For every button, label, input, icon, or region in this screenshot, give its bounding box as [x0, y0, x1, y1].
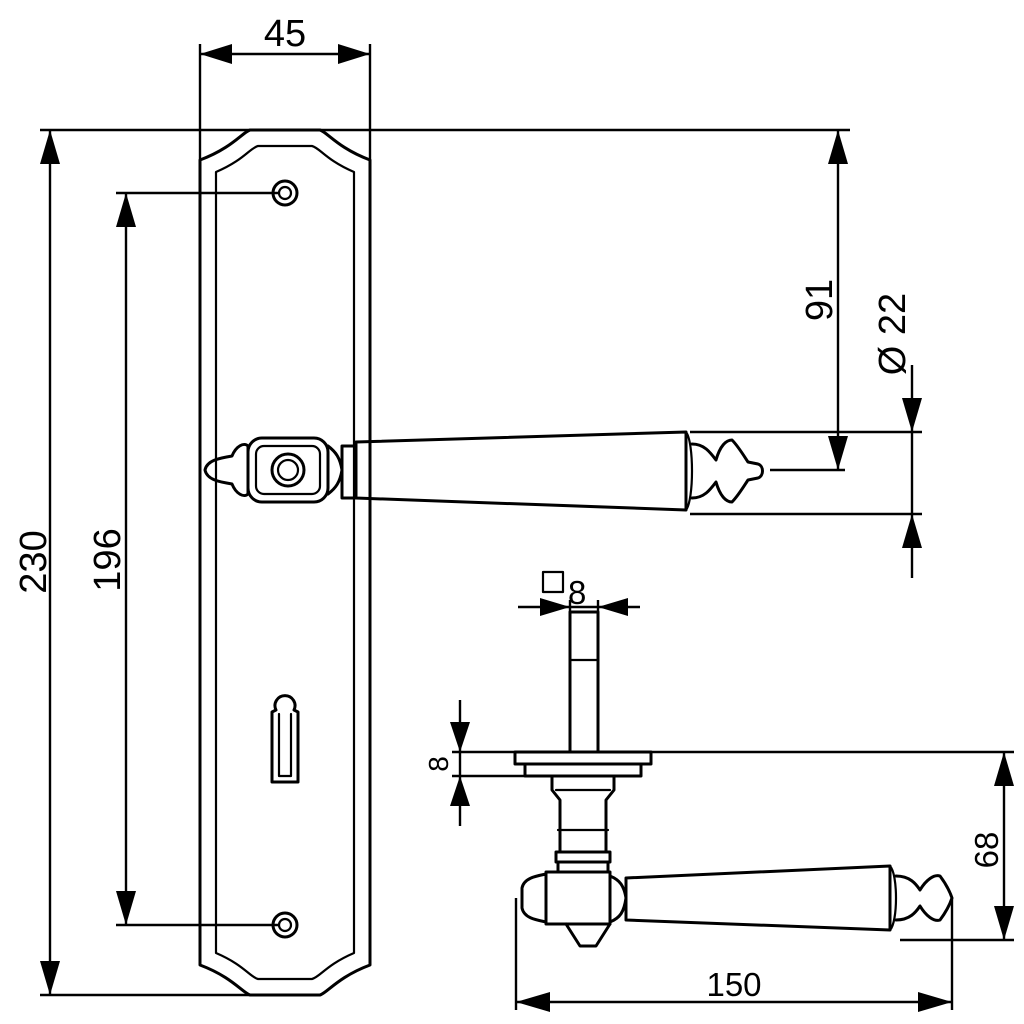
dim-lever-projection-label: 68 — [968, 832, 1005, 869]
dim-lever-length-label: 150 — [706, 966, 761, 1003]
backplate-outline — [198, 128, 372, 997]
dim-grip-diameter: Ø 22 — [690, 293, 922, 578]
dim-width-top: 45 — [198, 13, 372, 160]
lever-side-view — [513, 610, 954, 948]
lever-rose-front — [203, 436, 344, 504]
square-symbol — [541, 570, 565, 594]
keyhole — [270, 694, 300, 784]
backplate-front-view — [198, 128, 764, 997]
dim-hole-spacing: 196 — [87, 191, 280, 927]
boss-side — [520, 870, 628, 948]
dim-spindle-square-label: 8 — [568, 574, 586, 611]
dim-width-top-label: 45 — [264, 13, 306, 55]
dim-total-height-label: 230 — [13, 530, 55, 593]
dim-hole-spacing-label: 196 — [87, 528, 129, 591]
dim-lever-projection: 68 — [651, 750, 1014, 942]
lever-handle-side — [624, 864, 954, 932]
dim-lever-offset-label: 91 — [799, 279, 841, 321]
rose-flange-side — [513, 750, 653, 778]
lever-handle-front — [340, 430, 764, 512]
dim-total-height: 230 — [13, 130, 270, 997]
neck-side — [550, 774, 616, 874]
spindle — [568, 610, 600, 754]
backplate-inner-outline — [214, 144, 356, 981]
dim-rose-thickness-label: 8 — [423, 756, 454, 772]
dim-lever-length: 150 — [514, 898, 954, 1012]
dim-grip-diameter-label: Ø 22 — [872, 293, 914, 375]
dim-rose-thickness: 8 — [423, 700, 525, 826]
dim-spindle-square: 8 — [518, 570, 640, 620]
dim-lever-offset: 91 — [770, 130, 848, 472]
